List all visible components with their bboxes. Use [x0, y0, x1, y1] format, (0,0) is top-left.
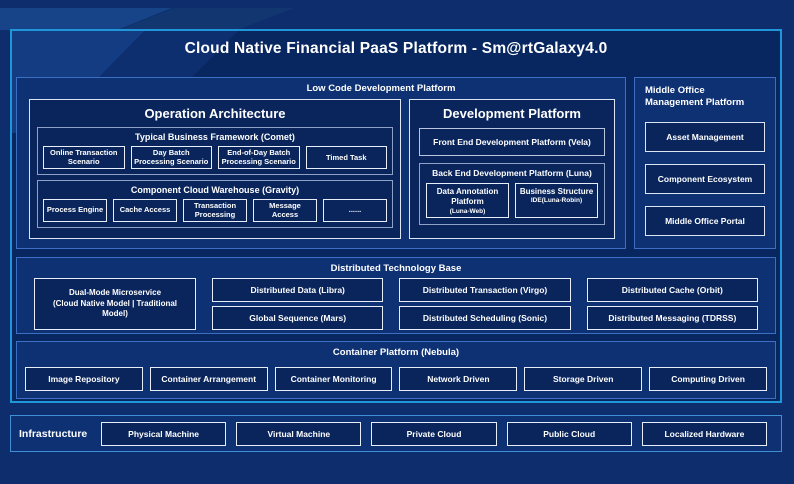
dual-mode-microservice-box: Dual-Mode Microservice (Cloud Native Mod…	[34, 278, 196, 330]
page-title: Cloud Native Financial PaaS Platform - S…	[184, 40, 608, 57]
section-low-code-development-platform: Low Code Development Platform Operation …	[16, 77, 626, 249]
gravity-item: Process Engine	[43, 198, 107, 222]
distributed-column: Distributed Transaction (Virgo) Distribu…	[399, 278, 571, 330]
luna-item-name: Business Structure	[519, 187, 594, 196]
decorative-diagonal-band	[0, 8, 172, 30]
distributed-column: Distributed Data (Libra) Global Sequence…	[212, 278, 384, 330]
gravity-item: Message Access	[253, 198, 317, 222]
container-item-network-driven: Network Driven	[399, 367, 518, 391]
panel-title: Operation Architecture	[144, 106, 286, 121]
infrastructure-item-physical-machine: Physical Machine	[101, 421, 227, 446]
panel-development-platform: Development Platform Front End Developme…	[409, 99, 615, 239]
section-infrastructure: Infrastructure Physical Machine Virtual …	[10, 415, 782, 452]
distributed-item-scheduling-sonic: Distributed Scheduling (Sonic)	[399, 306, 571, 330]
comet-item: Day Batch Processing Scenario	[130, 146, 212, 169]
group-label: Back End Development Platform (Luna)	[432, 168, 592, 178]
container-platform-row: Image Repository Container Arrangement C…	[17, 358, 775, 391]
distributed-item-global-sequence-mars: Global Sequence (Mars)	[212, 306, 384, 330]
comet-item: Timed Task	[305, 146, 387, 169]
section-label: Middle Office Management Platform	[645, 85, 745, 109]
comet-item: Online Transaction Scenario	[43, 146, 125, 169]
section-label: Container Platform (Nebula)	[332, 347, 460, 358]
infrastructure-item-private-cloud: Private Cloud	[371, 421, 497, 446]
group-typical-business-framework-comet: Typical Business Framework (Comet) Onlin…	[37, 127, 393, 175]
luna-items-row: Data Annotation Platform (Luna-Web) Busi…	[426, 183, 598, 218]
section-middle-office-management-platform: Middle Office Management Platform Asset …	[634, 77, 776, 249]
dual-mode-line2: (Cloud Native Model | Traditional Model)	[52, 298, 178, 319]
panel-operation-architecture: Operation Architecture Typical Business …	[29, 99, 401, 239]
section-container-platform-nebula: Container Platform (Nebula) Image Reposi…	[16, 341, 776, 399]
luna-item-data-annotation-platform: Data Annotation Platform (Luna-Web)	[426, 183, 509, 218]
gravity-item: ......	[323, 198, 387, 222]
distributed-item-data-libra: Distributed Data (Libra)	[212, 278, 384, 302]
infrastructure-item-virtual-machine: Virtual Machine	[236, 421, 362, 446]
luna-item-sub: (Luna-Web)	[449, 207, 486, 215]
container-item-container-arrangement: Container Arrangement	[149, 367, 268, 391]
luna-item-name: Data Annotation Platform	[436, 187, 499, 207]
comet-items-row: Online Transaction Scenario Day Batch Pr…	[43, 146, 387, 169]
container-item-computing-driven: Computing Driven	[649, 367, 767, 391]
gravity-item: Transaction Processing	[183, 198, 247, 222]
section-label: Infrastructure	[19, 427, 88, 440]
distributed-item-cache-orbit: Distributed Cache (Orbit)	[586, 278, 758, 302]
section-label: Low Code Development Platform	[306, 83, 456, 94]
distributed-content-row: Dual-Mode Microservice (Cloud Native Mod…	[17, 274, 775, 330]
front-end-development-platform-vela: Front End Development Platform (Vela)	[419, 128, 605, 156]
decorative-diagonal-band	[118, 8, 294, 30]
middle-office-item-asset-management: Asset Management	[645, 121, 765, 152]
dual-mode-line1: Dual-Mode Microservice	[68, 288, 162, 298]
section-label: Distributed Technology Base	[330, 263, 462, 274]
gravity-item: Cache Access	[113, 198, 177, 222]
infrastructure-item-public-cloud: Public Cloud	[506, 421, 632, 446]
luna-item-business-structure-ide: Business Structure IDE(Luna-Robin)	[515, 183, 598, 218]
container-item-storage-driven: Storage Driven	[524, 367, 643, 391]
group-component-cloud-warehouse-gravity: Component Cloud Warehouse (Gravity) Proc…	[37, 179, 393, 228]
group-label: Typical Business Framework (Comet)	[135, 132, 295, 142]
panel-title: Development Platform	[443, 106, 581, 121]
container-item-container-monitoring: Container Monitoring	[274, 367, 393, 391]
group-back-end-development-platform-luna: Back End Development Platform (Luna) Dat…	[419, 163, 605, 225]
distributed-item-transaction-virgo: Distributed Transaction (Virgo)	[399, 278, 571, 302]
container-item-image-repository: Image Repository	[25, 367, 143, 391]
middle-office-item-middle-office-portal: Middle Office Portal	[645, 205, 765, 236]
middle-office-item-component-ecosystem: Component Ecosystem	[645, 163, 765, 194]
main-platform-container: Cloud Native Financial PaaS Platform - S…	[10, 29, 782, 403]
gravity-items-row: Process Engine Cache Access Transaction …	[43, 198, 387, 222]
luna-item-sub: IDE(Luna-Robin)	[530, 197, 583, 205]
group-label: Component Cloud Warehouse (Gravity)	[130, 184, 300, 195]
low-code-content-row: Operation Architecture Typical Business …	[17, 94, 625, 242]
distributed-item-messaging-tdrss: Distributed Messaging (TDRSS)	[586, 306, 758, 330]
distributed-column: Distributed Cache (Orbit) Distributed Me…	[586, 278, 758, 330]
infrastructure-item-localized-hardware: Localized Hardware	[641, 421, 768, 446]
comet-item: End-of-Day Batch Processing Scenario	[218, 146, 300, 169]
section-distributed-technology-base: Distributed Technology Base Dual-Mode Mi…	[16, 257, 776, 334]
